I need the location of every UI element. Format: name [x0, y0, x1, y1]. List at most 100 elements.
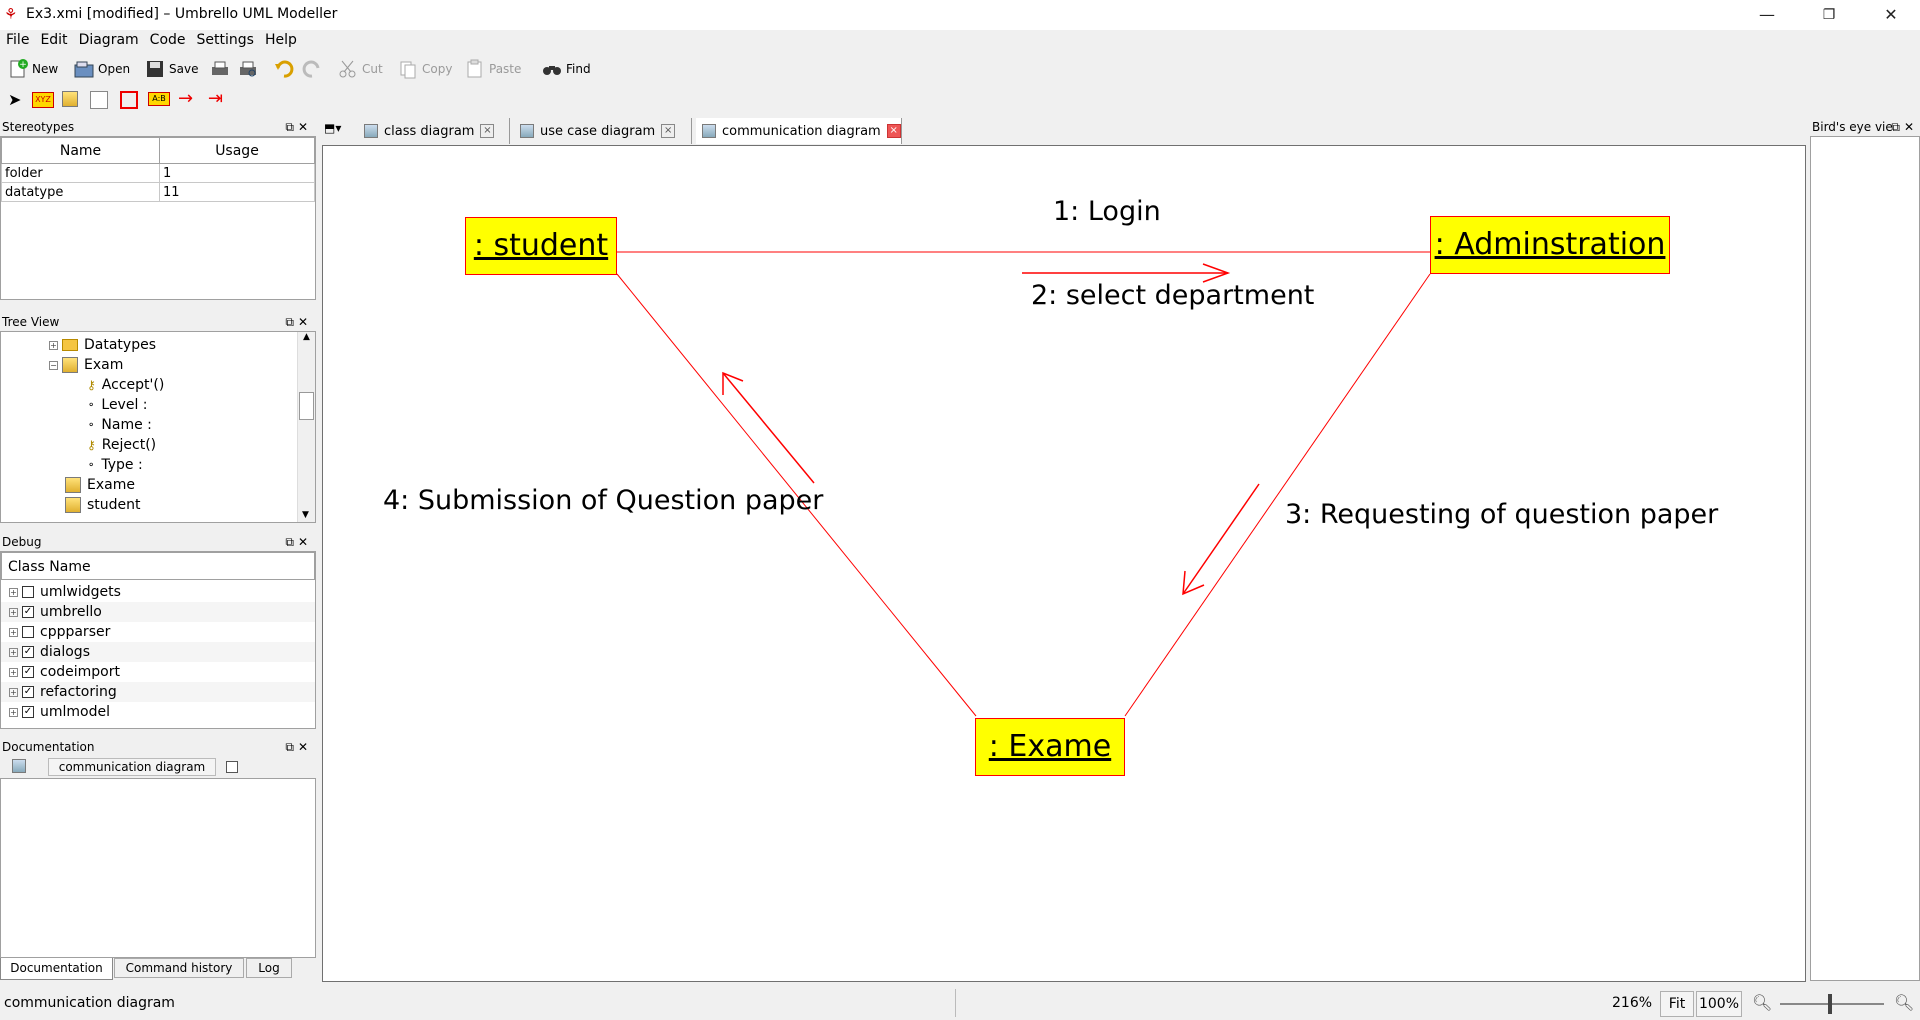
debug-row[interactable]: +✓refactoring	[1, 682, 315, 702]
dock-float-close-icon[interactable]: ⧉✕	[285, 315, 312, 329]
debug-row[interactable]: +cppparser	[9, 624, 111, 640]
print-preview-button[interactable]	[238, 57, 258, 81]
close-icon[interactable]: ×	[480, 124, 495, 138]
checkbox[interactable]: ✓	[22, 706, 34, 718]
tab-log[interactable]: Log	[246, 958, 292, 978]
dock-float-close-icon[interactable]: ⧉✕	[285, 535, 312, 549]
checkbox[interactable]: ✓	[22, 686, 34, 698]
minimize-icon[interactable]: —	[1759, 5, 1775, 24]
class-name-column-header[interactable]: Class Name	[1, 552, 315, 580]
debug-row[interactable]: +umlwidgets	[9, 584, 121, 600]
object-adminstration[interactable]: : Adminstration	[1430, 216, 1670, 274]
menu-code[interactable]: Code	[149, 32, 186, 48]
documentation-name-field[interactable]: communication diagram	[48, 758, 216, 776]
menu-bar: File Edit Diagram Code Settings Help	[0, 30, 1920, 52]
print-button[interactable]	[210, 57, 230, 81]
new-diagram-icon[interactable]: ⬒▾	[324, 121, 342, 135]
menu-edit[interactable]: Edit	[40, 32, 68, 48]
tab-communication-diagram[interactable]: communication diagram ×	[696, 118, 902, 144]
tree-item[interactable]: student	[1, 495, 315, 515]
message-label-2[interactable]: 2: select department	[1031, 280, 1315, 311]
debug-row-label: dialogs	[40, 644, 90, 660]
scrollbar-thumb[interactable]	[299, 392, 314, 420]
operation-icon: ⚷	[87, 378, 96, 392]
scroll-up-icon[interactable]: ▲	[303, 332, 310, 342]
box-tool-icon[interactable]	[120, 91, 138, 109]
select-arrow-icon[interactable]: ➤	[8, 90, 22, 109]
debug-row[interactable]: +✓codeimport	[9, 664, 120, 680]
zoom-100-button[interactable]: 100%	[1696, 991, 1742, 1017]
redo-button[interactable]	[302, 57, 322, 81]
zoom-fit-button[interactable]: Fit	[1660, 991, 1694, 1017]
tab-documentation[interactable]: Documentation	[0, 958, 113, 980]
link-student-exame[interactable]	[616, 273, 977, 717]
zoom-slider[interactable]	[1780, 994, 1884, 1014]
restore-icon[interactable]: ❐	[1822, 7, 1836, 23]
tab-command-history[interactable]: Command history	[114, 958, 244, 978]
tree-item[interactable]: −Exam	[49, 357, 124, 373]
open-button[interactable]: Open	[74, 57, 130, 81]
dock-float-close-icon[interactable]: ⧉✕	[285, 120, 312, 134]
undo-button[interactable]	[274, 57, 294, 81]
dock-float-close-icon[interactable]: ⧉✕	[1891, 120, 1918, 134]
tree-item-label: Level :	[101, 397, 148, 413]
object-student[interactable]: : student	[465, 217, 617, 275]
object-tool-icon[interactable]: XYZ	[32, 92, 54, 108]
zoom-in-icon[interactable]: 🔍︎	[1894, 993, 1915, 1012]
table-row[interactable]: datatype 11	[1, 182, 315, 202]
tab-use-case-diagram[interactable]: use case diagram ×	[514, 118, 692, 144]
zoom-out-icon[interactable]: 🔍︎	[1752, 993, 1773, 1012]
debug-row[interactable]: +✓dialogs	[1, 642, 315, 662]
find-button[interactable]: Find	[542, 57, 591, 81]
checkbox[interactable]: ✓	[22, 646, 34, 658]
diagram-widget-toolbar: ➤ XYZ A:B → ⇥	[0, 88, 260, 112]
message-tool-icon[interactable]: →	[178, 88, 194, 109]
message-label-4[interactable]: 4: Submission of Question paper	[383, 485, 824, 516]
checkbox[interactable]: ✓	[22, 606, 34, 618]
tree-scrollbar[interactable]: ▲ ▼	[297, 332, 315, 522]
checkbox[interactable]	[22, 586, 34, 598]
tree-item[interactable]: Exame	[1, 475, 315, 495]
message-label-1[interactable]: 1: Login	[1053, 196, 1161, 227]
link-admin-exame[interactable]	[1124, 273, 1431, 717]
birds-eye-view-panel[interactable]	[1810, 136, 1920, 981]
column-header-usage[interactable]: Usage	[159, 137, 315, 164]
class-tool-icon[interactable]	[62, 91, 78, 111]
menu-settings[interactable]: Settings	[196, 32, 254, 48]
paste-button[interactable]: Paste	[465, 57, 521, 81]
close-icon[interactable]: ×	[661, 124, 676, 138]
object-exame[interactable]: : Exame	[975, 718, 1125, 776]
tree-item[interactable]: +Datatypes	[49, 337, 156, 353]
save-button[interactable]: Save	[145, 57, 198, 81]
column-header-name[interactable]: Name	[1, 137, 160, 164]
zoom-slider-handle[interactable]	[1828, 994, 1832, 1014]
menu-file[interactable]: File	[6, 32, 30, 48]
documentation-checkbox[interactable]	[226, 761, 238, 773]
scroll-down-icon[interactable]: ▼	[302, 510, 309, 520]
table-row[interactable]: folder 1	[1, 163, 315, 183]
message-label-3[interactable]: 3: Requesting of question paper	[1285, 499, 1719, 530]
debug-row[interactable]: +✓umlmodel	[9, 704, 110, 720]
tab-class-diagram[interactable]: class diagram ×	[358, 118, 510, 144]
note-tool-icon[interactable]	[90, 91, 108, 109]
copy-button[interactable]: Copy	[398, 57, 452, 81]
documentation-text-area[interactable]	[0, 778, 316, 958]
tree-item[interactable]: ⚷Accept'()	[1, 375, 315, 395]
tree-item[interactable]: ⚬Level :	[1, 395, 315, 415]
tree-item[interactable]: ⚷Reject()	[1, 435, 315, 455]
tree-item[interactable]: ⚬Type :	[1, 455, 315, 475]
self-message-tool-icon[interactable]: ⇥	[208, 88, 224, 109]
diagram-canvas[interactable]: : student : Adminstration : Exame 1: Log…	[322, 145, 1806, 982]
new-button[interactable]: + New	[8, 57, 58, 81]
close-icon[interactable]: ✕	[1884, 5, 1898, 24]
tree-item[interactable]: ⚬Name :	[1, 415, 315, 435]
dock-float-close-icon[interactable]: ⧉✕	[285, 740, 312, 754]
checkbox[interactable]: ✓	[22, 666, 34, 678]
menu-help[interactable]: Help	[264, 32, 297, 48]
debug-row[interactable]: +✓umbrello	[1, 602, 315, 622]
menu-diagram[interactable]: Diagram	[78, 32, 139, 48]
checkbox[interactable]	[22, 626, 34, 638]
cut-button[interactable]: Cut	[338, 57, 383, 81]
text-tool-icon[interactable]: A:B	[148, 92, 170, 106]
close-icon[interactable]: ×	[886, 124, 901, 138]
